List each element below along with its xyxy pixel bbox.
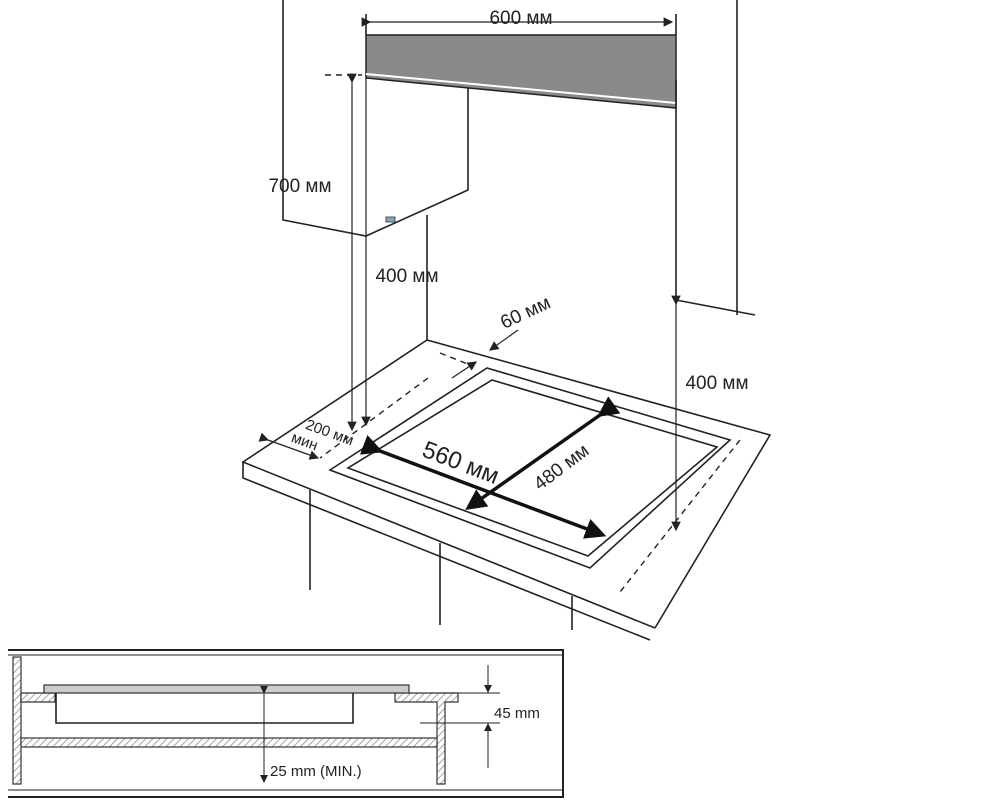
dimension-700: 700 мм [268, 73, 362, 432]
label-wall-clearance: 400 мм [685, 373, 748, 394]
cutout [328, 367, 732, 569]
hood [365, 34, 677, 109]
dimension-400-right: 400 мм [671, 295, 749, 532]
section-view: 45 mm 25 mm (MIN.) [8, 649, 564, 798]
label-cutout-depth: 480 мм [530, 440, 593, 495]
label-hood-height: 700 мм [268, 176, 331, 197]
label-cabinet-clearance: 400 мм [375, 266, 438, 287]
label-back-clearance: 60 мм [497, 292, 553, 333]
dimension-400-left: 400 мм [361, 78, 439, 427]
label-section-gap: 25 mm (MIN.) [270, 763, 362, 780]
label-hood-width: 600 мм [489, 8, 552, 29]
right-wall [675, 0, 756, 316]
countertop [241, 339, 772, 641]
dimension-600: 600 мм [361, 8, 677, 35]
label-section-height: 45 mm [494, 705, 540, 722]
dimension-60: 60 мм [451, 292, 554, 379]
